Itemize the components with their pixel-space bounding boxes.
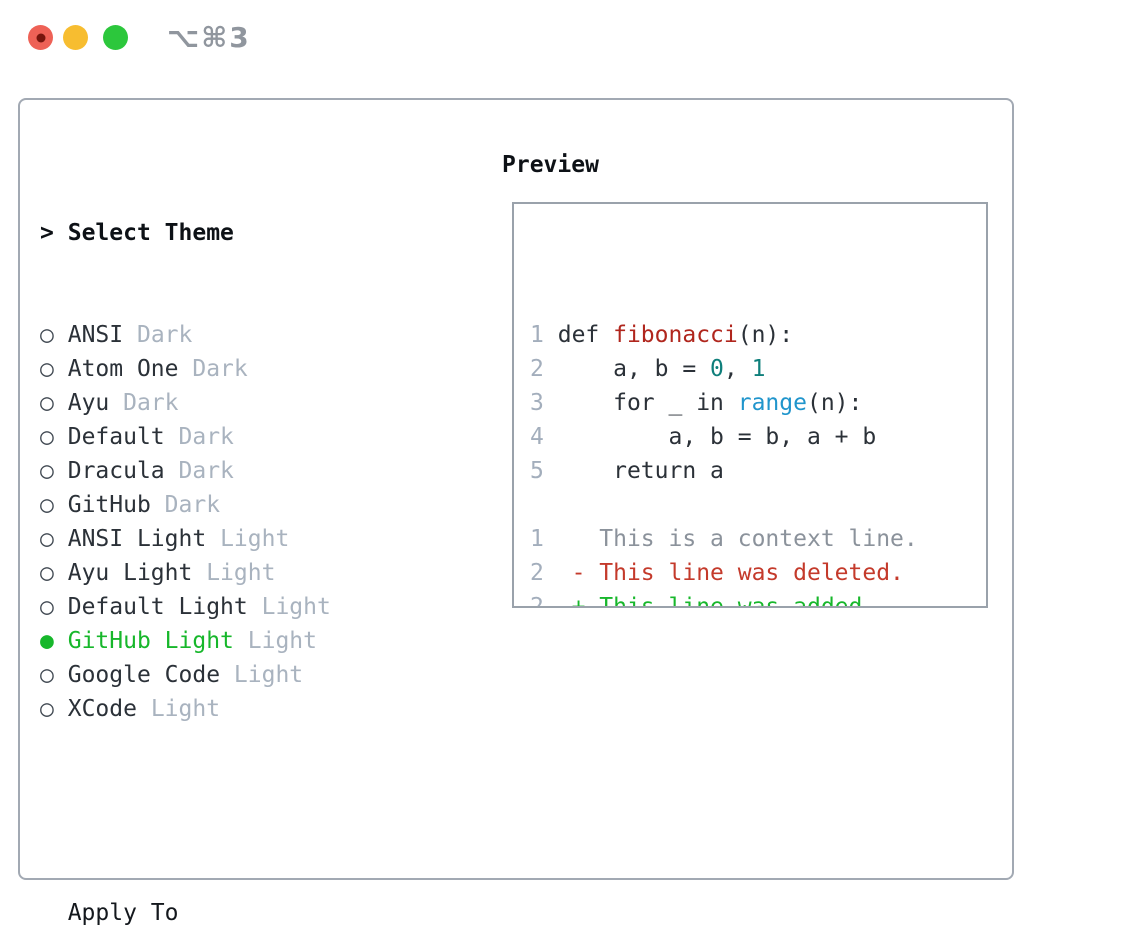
select-theme-title: Select Theme bbox=[67, 220, 234, 246]
theme-name: Default Light bbox=[67, 594, 248, 620]
preview-title: Preview bbox=[502, 152, 599, 178]
line-number: 5 bbox=[530, 458, 544, 484]
radio-icon: ○ bbox=[40, 458, 54, 484]
theme-item[interactable]: ○ ANSI Dark bbox=[40, 318, 428, 352]
radio-icon: ○ bbox=[40, 390, 54, 416]
code-token: (n): bbox=[737, 322, 794, 348]
theme-variant-tag: Light bbox=[261, 594, 331, 620]
radio-icon: ○ bbox=[40, 662, 54, 688]
theme-item[interactable]: ○ Ayu Dark bbox=[40, 386, 428, 420]
theme-item[interactable]: ○ XCode Light bbox=[40, 692, 428, 726]
radio-icon: ○ bbox=[40, 560, 54, 586]
line-number: 1 bbox=[530, 526, 544, 552]
theme-name: GitHub Light bbox=[67, 628, 234, 654]
theme-variant-tag: Dark bbox=[192, 356, 248, 382]
code-token: (n): bbox=[806, 390, 863, 416]
theme-name: Default bbox=[67, 424, 165, 450]
apply-to-header: Apply To bbox=[67, 900, 179, 926]
theme-item[interactable]: ● GitHub Light Light bbox=[40, 624, 428, 658]
line-number: 2 bbox=[530, 356, 544, 382]
radio-icon: ○ bbox=[40, 322, 54, 348]
theme-name: ANSI Light bbox=[67, 526, 207, 552]
theme-variant-tag: Dark bbox=[136, 322, 193, 348]
theme-variant-tag: Light bbox=[220, 526, 290, 552]
line-number: 3 bbox=[530, 390, 544, 416]
code-token: return a bbox=[557, 458, 724, 484]
theme-item[interactable]: ○ Atom One Dark bbox=[40, 352, 428, 386]
close-dot-icon bbox=[36, 33, 45, 42]
line-number: 2 bbox=[530, 560, 544, 586]
theme-item[interactable]: ○ Default Light Light bbox=[40, 590, 428, 624]
line-number: 1 bbox=[530, 322, 544, 348]
theme-name: Ayu Light bbox=[67, 560, 193, 586]
line-number: 4 bbox=[530, 424, 544, 450]
theme-item[interactable]: ○ GitHub Dark bbox=[40, 488, 428, 522]
theme-item[interactable]: ○ Default Dark bbox=[40, 420, 428, 454]
theme-item[interactable]: ○ Ayu Light Light bbox=[40, 556, 428, 590]
code-line: 3 for _ in range(n): bbox=[530, 386, 986, 420]
theme-name: ANSI bbox=[67, 322, 124, 348]
radio-icon: ○ bbox=[40, 526, 54, 552]
theme-variant-tag: Dark bbox=[123, 390, 179, 416]
theme-name: Google Code bbox=[67, 662, 221, 688]
code-line bbox=[530, 488, 986, 522]
code-line: 1 def fibonacci(n): bbox=[530, 318, 986, 352]
code-token: + This line was added. bbox=[557, 594, 877, 608]
radio-icon: ○ bbox=[40, 492, 54, 518]
theme-name: Ayu bbox=[67, 390, 110, 416]
theme-name: XCode bbox=[67, 696, 137, 722]
code-token: - This line was deleted. bbox=[557, 560, 904, 586]
theme-variant-tag: Dark bbox=[164, 492, 221, 518]
code-token: 0 bbox=[710, 356, 724, 382]
code-token: for _ in bbox=[557, 390, 738, 416]
code-line: 2 - This line was deleted. bbox=[530, 556, 986, 590]
theme-variant-tag: Dark bbox=[178, 458, 234, 484]
theme-selector-column: > Select Theme ○ ANSI Dark○ Atom One Dar… bbox=[40, 148, 428, 934]
line-number: 2 bbox=[530, 594, 544, 608]
theme-item[interactable]: ○ Dracula Dark bbox=[40, 454, 428, 488]
theme-name: Atom One bbox=[67, 356, 179, 382]
window-title: ⌥⌘3 bbox=[167, 21, 251, 54]
radio-icon: ○ bbox=[40, 696, 54, 722]
theme-variant-tag: Light bbox=[206, 560, 276, 586]
code-token: a, b = b, a + b bbox=[557, 424, 877, 450]
theme-variant-tag: Light bbox=[247, 628, 317, 654]
code-line: 1 This is a context line. bbox=[530, 522, 986, 556]
spacer bbox=[40, 794, 428, 828]
theme-list: ○ ANSI Dark○ Atom One Dark○ Ayu Dark○ De… bbox=[40, 318, 428, 726]
title-bar: ⌥⌘3 bbox=[0, 0, 1140, 74]
close-button[interactable] bbox=[28, 25, 53, 50]
minimize-button[interactable] bbox=[63, 25, 88, 50]
theme-item[interactable]: ○ Google Code Light bbox=[40, 658, 428, 692]
theme-variant-tag: Light bbox=[233, 662, 304, 688]
code-line: 4 a, b = b, a + b bbox=[530, 420, 986, 454]
code-token: 1 bbox=[751, 356, 766, 382]
zoom-button[interactable] bbox=[103, 25, 128, 50]
radio-icon: ○ bbox=[40, 424, 54, 450]
selected-radio-icon: ● bbox=[40, 628, 54, 654]
code-token: range bbox=[737, 390, 807, 416]
code-token: fibonacci bbox=[613, 322, 738, 348]
theme-item[interactable]: ○ ANSI Light Light bbox=[40, 522, 428, 556]
code-token: def bbox=[557, 322, 614, 348]
prompt-icon: > bbox=[40, 220, 54, 246]
code-line: 2 a, b = 0, 1 bbox=[530, 352, 986, 386]
radio-icon: ○ bbox=[40, 356, 54, 382]
code-line: 5 return a bbox=[530, 454, 986, 488]
radio-icon: ○ bbox=[40, 594, 54, 620]
code-line: 2 + This line was added. bbox=[530, 590, 986, 608]
theme-variant-tag: Dark bbox=[178, 424, 234, 450]
code-token: This is a context line. bbox=[557, 526, 918, 552]
theme-name: Dracula bbox=[67, 458, 165, 484]
theme-name: GitHub bbox=[67, 492, 151, 518]
code-token: a, b = bbox=[557, 356, 711, 382]
theme-variant-tag: Light bbox=[150, 696, 221, 722]
select-theme-header: > Select Theme bbox=[40, 216, 428, 250]
theme-picker-panel: > Select Theme ○ ANSI Dark○ Atom One Dar… bbox=[18, 98, 1014, 926]
code-token: , bbox=[723, 356, 752, 382]
